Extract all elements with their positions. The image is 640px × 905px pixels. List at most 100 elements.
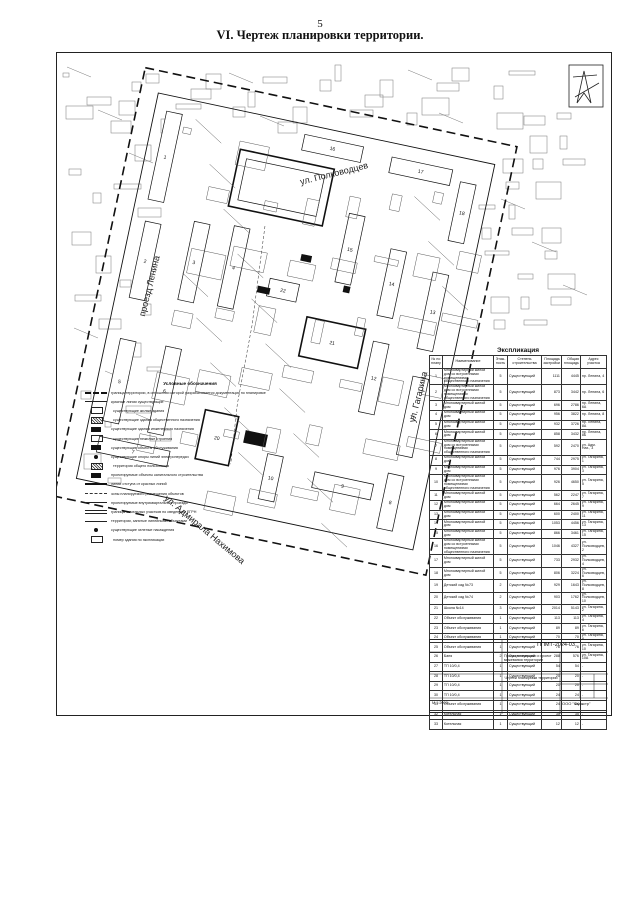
cell-floors: 5 [493,490,508,501]
cell-address: ул. Гагарина, 11 [579,509,608,521]
legend-symbol-box-solid-icon [91,445,101,451]
cell-floors: 1 [493,623,508,634]
cell-floors: 5 [493,554,508,568]
legend-symbol-dot-icon [94,454,98,459]
cell-total-area: 3726 [560,419,581,431]
cell-address: ул. Гагарина, 3 [579,464,608,476]
cell-address: ул. Гагарина, 4 [579,613,608,625]
surrounding-building-outline [247,91,256,108]
cell-footprint: 664 [541,499,562,511]
building-number-20: 20 [213,435,220,442]
legend-symbol-box-solid-icon [91,472,101,478]
cell-total-area: 3822 [560,409,581,421]
cell-address: пр. Ленина, 8 [579,409,608,421]
north-arrow-icon [568,64,604,108]
legend-text: существующие зеленые насаждения [111,528,175,533]
cell-address: ул. Полководцев, 4 [579,554,608,568]
path-line [293,433,320,458]
path-line [210,362,237,387]
cell-footprint: 733 [541,554,562,568]
path-line [195,119,222,144]
cell-status: Существующий [506,538,543,556]
surrounding-building-outline [505,181,520,190]
cell-number: 20 [429,591,443,606]
building-number-1: 1 [163,155,167,161]
cell-footprint: 1053 [541,519,562,530]
surrounding-building-outline [544,250,558,260]
cell-status: Существующий [506,591,543,606]
legend-symbol-dot-icon [94,528,98,533]
cell-status: Существующий [506,554,543,568]
path-line [224,407,251,432]
building-number-3: 3 [192,260,196,266]
cell-status: Существующий [506,400,543,411]
cell-total-area: 3442 [560,384,581,402]
surrounding-building-outline [68,168,82,176]
surrounding-building-outline [529,135,548,154]
cell-number: 1 [429,367,443,386]
cell-name: Многоквартирный жилой дом [441,554,495,568]
parcel-outline [286,259,317,282]
cell-footprint: 926 [541,474,562,492]
surrounding-building-outline [523,115,546,126]
surrounding-building-outline [523,319,548,326]
cell-number: 17 [429,554,443,568]
parcel-outline [412,253,441,281]
surrounding-building-outline [277,121,298,134]
cell-number: 14 [429,519,443,530]
legend-symbol-dash-thick-icon [85,391,107,394]
parcel-outline [281,364,315,384]
cell-floors: 5 [493,538,508,556]
cell-status: Существующий [506,509,543,521]
surrounding-building-outline [517,273,534,280]
surrounding-building-outline [95,255,112,274]
parcel-outline [305,424,323,447]
cell-address: ул. Полководцев, 10 [579,591,608,606]
surrounding-line [259,115,285,127]
surrounding-building-outline [175,103,202,110]
surrounding-building-outline [520,296,530,310]
legend-symbol-line-thin-icon [85,502,107,504]
building-2 [128,220,162,302]
cell-footprint: 976 [541,464,562,476]
parcel-outline [290,486,320,502]
cell-name: Детский сад №73 [441,579,495,593]
detail-linework [136,119,482,548]
surrounding-line [438,112,464,124]
legend-text: линии отступа от красных линий [111,482,167,487]
surrounding-building-outline [118,100,136,116]
col-number: № по плану [429,355,443,369]
page-title: VI. Чертеж планировки территории. [216,28,424,42]
parcel-outline [338,378,363,392]
parcel-outline [223,428,240,440]
planning-area: 11617181923415141356222112117201098 [57,66,518,577]
surrounding-building-outline [65,105,94,120]
cell-status: Существующий [506,419,543,431]
parcel-outline [203,490,237,516]
surrounding-building-outline [436,82,460,92]
legend-symbol-box-outline-icon [91,536,103,544]
surrounding-building-outline [86,96,112,106]
cell-total-area: 1762 [560,591,581,606]
surrounding-building-outline [131,81,142,92]
building-number-14: 14 [388,281,395,288]
cell-footprint: 932 [541,419,562,431]
cell-floors: 1 [493,613,508,625]
parcel-outline [362,438,401,461]
parcel-outline [329,483,361,516]
cell-footprint: 866 [541,528,562,540]
service-object-1 [256,285,271,295]
cell-total-area: 3224 [560,566,581,581]
surrounding-building-outline [550,296,572,306]
buildings-layer: 11617181923415141356222112117201098 [95,110,477,532]
legend-item: существующие объекты обслуживания [85,443,295,452]
surrounding-building-outline [146,366,162,372]
cell-footprint: 858 [541,429,562,440]
col-footprint: Площадь застройки [541,355,562,369]
